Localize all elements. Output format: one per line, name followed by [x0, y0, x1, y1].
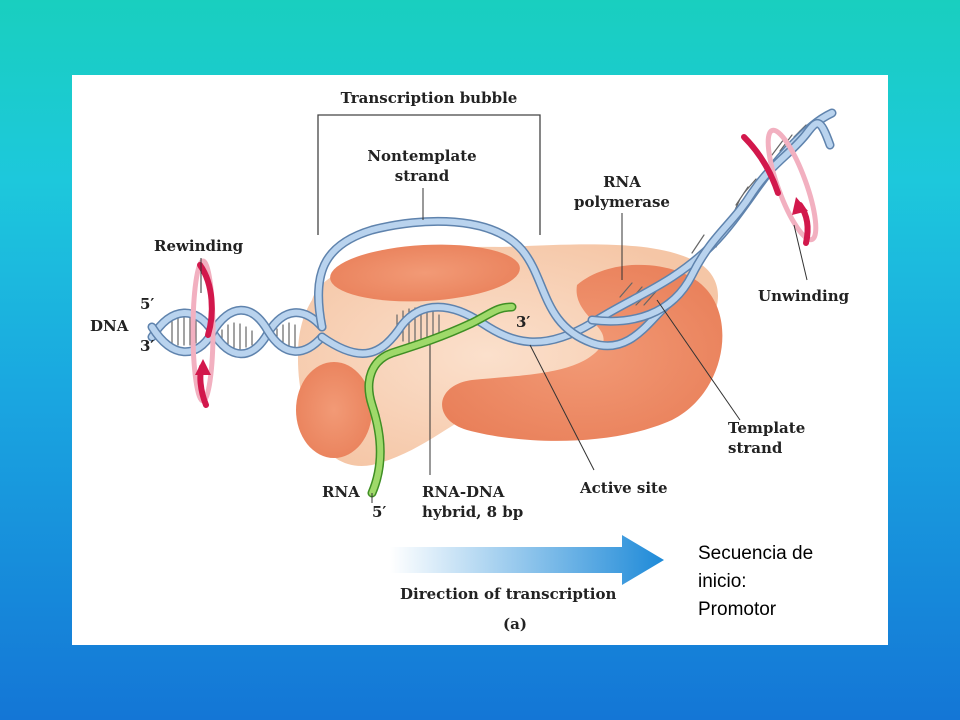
bubble-bracket	[317, 114, 541, 235]
unwinding-arrow	[741, 127, 819, 246]
rewinding-label: Rewinding	[154, 237, 244, 255]
template-strand-label-2: strand	[728, 439, 783, 457]
direction-arrow	[390, 535, 664, 585]
dna-label: DNA	[90, 317, 129, 335]
template-strand-label-1: Template	[728, 419, 806, 437]
side-note-line-2: inicio:	[698, 571, 747, 592]
rna-five-prime-label: 5′	[372, 503, 387, 521]
rna-strand	[364, 302, 517, 498]
rna-polymerase-label-1: RNA	[603, 173, 641, 191]
leader-lines	[200, 188, 808, 503]
three-prime-dna-label: 3′	[140, 337, 155, 355]
polymerase-left-lobe	[296, 362, 372, 458]
active-site-label: Active site	[580, 479, 668, 497]
rna-polymerase-label-2: polymerase	[574, 193, 670, 211]
nontemplate-strand-label-1: Nontemplate	[367, 147, 477, 165]
dna-helix	[147, 108, 837, 359]
side-note: Secuencia de inicio: Promotor	[698, 540, 878, 624]
five-prime-dna-label: 5′	[140, 295, 155, 313]
figure-panel: Transcription bubble Nontemplate strand …	[72, 75, 888, 645]
rna-dna-hybrid-label-2: hybrid, 8 bp	[422, 503, 524, 521]
three-prime-active-label: 3′	[516, 313, 531, 331]
rna-dna-hybrid-label-1: RNA-DNA	[422, 483, 505, 501]
rna-label: RNA	[322, 483, 360, 501]
side-note-line-1: Secuencia de	[698, 543, 814, 564]
unwinding-label: Unwinding	[758, 287, 850, 305]
side-note-line-3: Promotor	[698, 599, 777, 620]
transcription-diagram	[147, 108, 837, 585]
rewinding-arrow	[190, 258, 216, 408]
panel-label: (a)	[503, 615, 527, 633]
polymerase-top-lobe	[330, 244, 520, 302]
direction-of-transcription-label: Direction of transcription	[400, 585, 617, 603]
nontemplate-strand-label-2: strand	[394, 167, 450, 185]
transcription-bubble-label: Transcription bubble	[340, 89, 518, 107]
